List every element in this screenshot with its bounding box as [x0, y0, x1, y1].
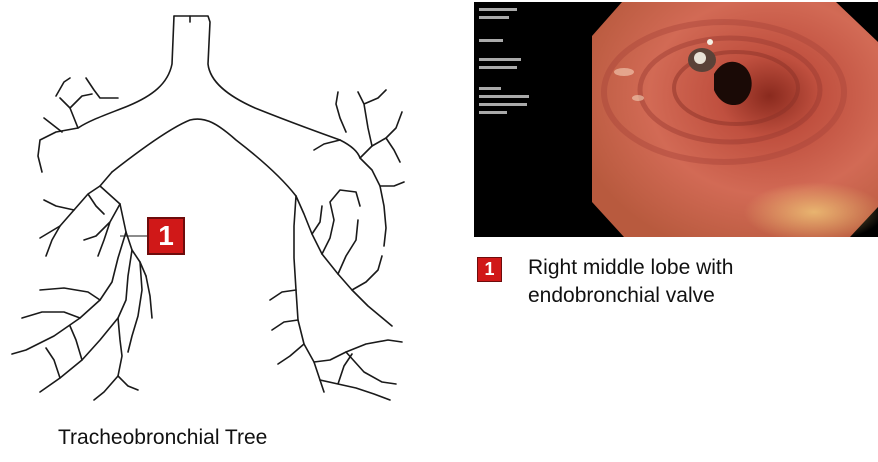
tree-location-marker: 1 [147, 217, 185, 255]
legend-text: Right middle lobe with endobronchial val… [528, 254, 868, 310]
legend-line-2: endobronchial valve [528, 282, 868, 310]
tree-marker-label: 1 [158, 220, 174, 252]
tracheobronchial-tree-diagram [0, 0, 470, 462]
legend-marker-label: 1 [484, 259, 494, 280]
bronchoscopy-image [474, 2, 878, 237]
legend-marker: 1 [477, 257, 502, 282]
legend-line-1: Right middle lobe with [528, 254, 868, 282]
airway-outline [12, 16, 404, 400]
airway-lumen-view [474, 2, 878, 237]
tree-caption: Tracheobronchial Tree [58, 426, 267, 450]
bronchial-lumen [714, 62, 752, 105]
